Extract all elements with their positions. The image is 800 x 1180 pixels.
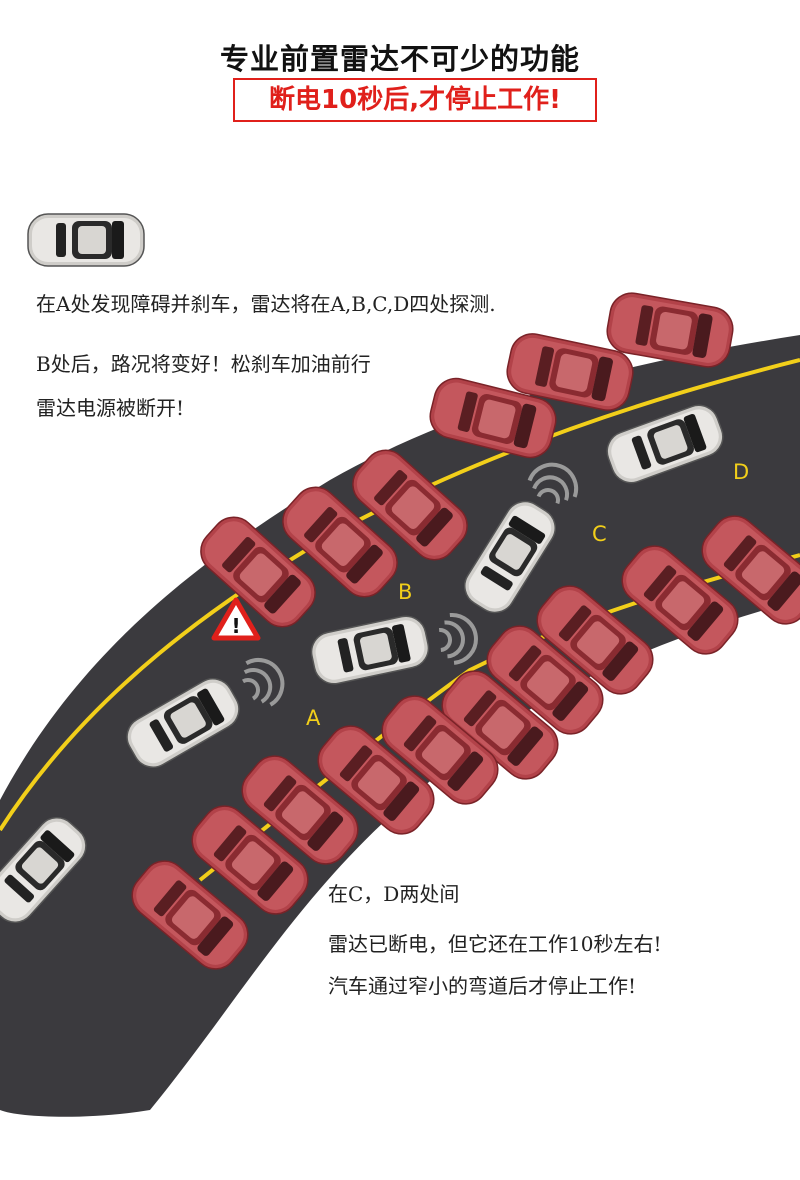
note-line-3: 雷达电源被断开! — [36, 396, 185, 420]
note-line-2: B处后，路况将变好！松刹车加油前行 — [36, 352, 371, 376]
example-car-icon — [27, 213, 145, 267]
warning-sign-glyph: ! — [231, 614, 240, 638]
note-line-1: 在A处发现障碍并刹车，雷达将在A,B,C,D四处探测. — [36, 292, 496, 316]
position-label-a: A — [306, 706, 321, 730]
warning-sign-icon: ! — [211, 597, 261, 641]
position-label-d: D — [733, 460, 750, 484]
page-title: 专业前置雷达不可少的功能 — [219, 42, 580, 76]
note-line-5: 雷达已断电，但它还在工作10秒左右! — [328, 932, 662, 956]
position-label-c: C — [592, 522, 607, 546]
note-line-6: 汽车通过窄小的弯道后才停止工作! — [328, 974, 637, 998]
position-label-b: B — [398, 580, 413, 604]
subtitle-banner: 断电10秒后,才停止工作! — [233, 78, 597, 122]
note-line-4: 在C，D两处间 — [328, 882, 460, 906]
